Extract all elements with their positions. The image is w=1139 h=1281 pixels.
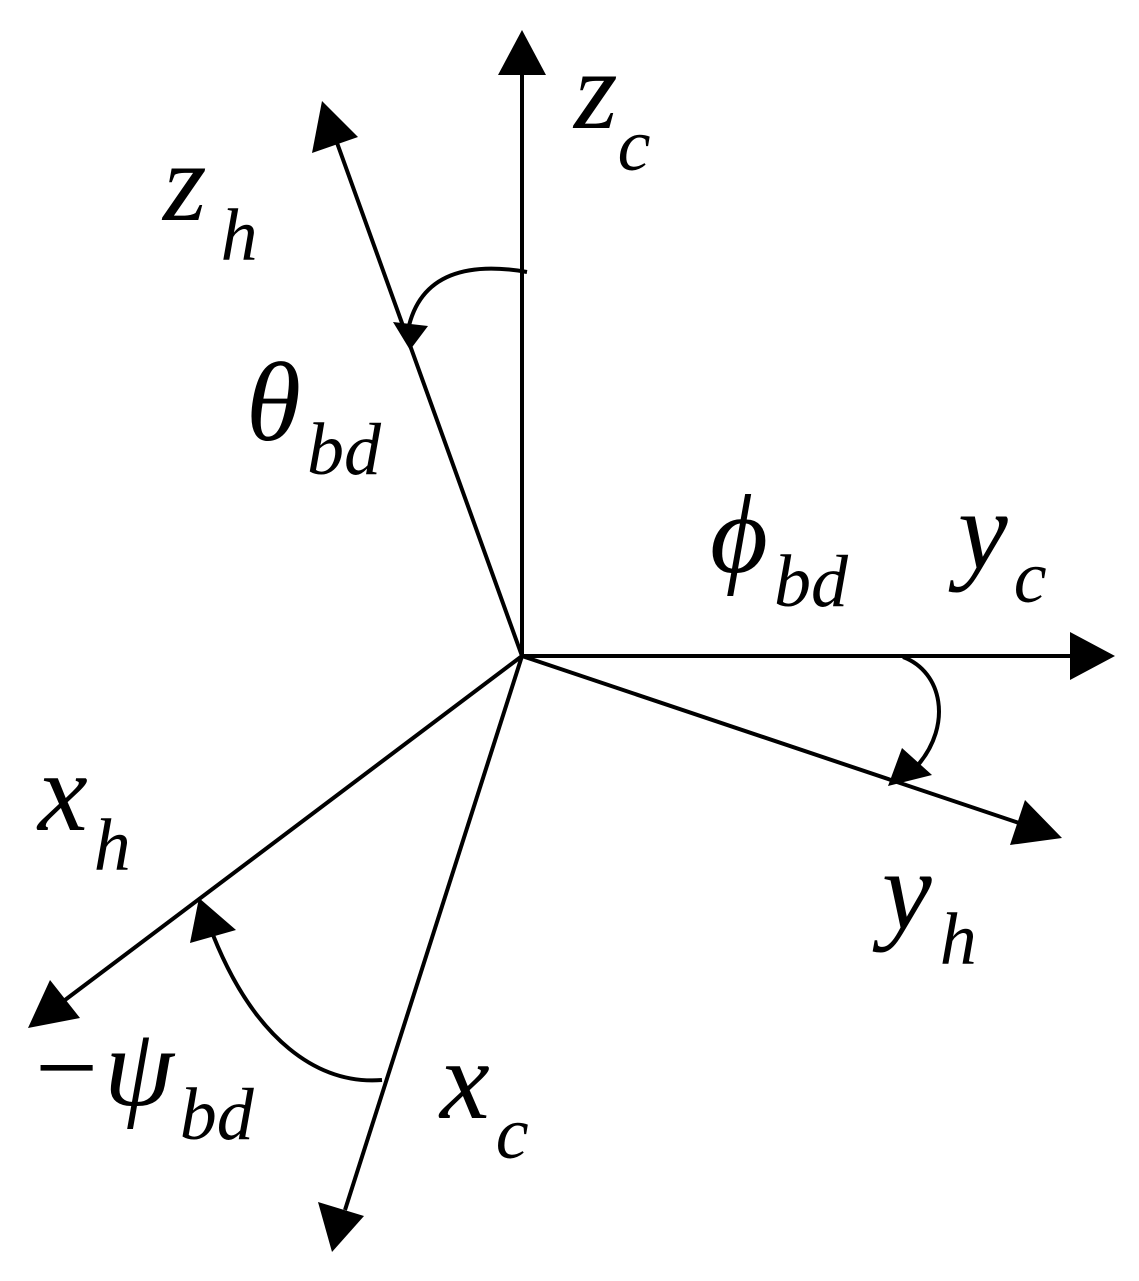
zh-axis-line: [334, 139, 524, 657]
psi-label-subscript: bd: [180, 1074, 255, 1156]
xh-arrowhead: [28, 980, 80, 1028]
yh-label: y h: [872, 829, 977, 981]
yh-arrowhead: [1010, 800, 1062, 845]
zh-label-subscript: h: [221, 195, 258, 277]
psi-label-symbol: ψ: [104, 1006, 176, 1130]
yc-label-symbol: y: [948, 469, 1008, 593]
angle-arcs: [190, 266, 941, 1083]
phi-angle-arc: [902, 655, 941, 767]
phi-arc-arrowhead: [888, 748, 932, 786]
zc-label: z c: [572, 29, 651, 187]
xc-label: x c: [438, 1019, 529, 1175]
yh-label-symbol: y: [872, 829, 932, 953]
yh-label-subscript: h: [940, 899, 977, 981]
psi-label-minus: −: [35, 1006, 98, 1130]
phi-label-subscript: bd: [774, 541, 849, 623]
xh-label-symbol: x: [36, 731, 88, 855]
theta-angle-arc: [406, 266, 528, 331]
zh-label: z h: [161, 121, 258, 277]
psi-angle-arc: [211, 934, 383, 1083]
xh-axis-line: [63, 654, 524, 1002]
zc-label-subscript: c: [618, 105, 651, 187]
phi-label-symbol: ϕ: [710, 473, 768, 597]
axis-lines: [63, 70, 1075, 1211]
angle-labels: θ bd ϕ bd − ψ bd: [35, 341, 849, 1156]
psi-arc-arrowhead: [190, 898, 236, 943]
xh-label: x h: [36, 731, 131, 887]
yh-axis-line: [521, 654, 1026, 827]
zc-label-symbol: z: [572, 29, 618, 153]
yc-label-subscript: c: [1014, 537, 1047, 619]
theta-label-subscript: bd: [307, 409, 382, 491]
yc-label: y c: [948, 469, 1047, 619]
xc-axis-line: [343, 655, 524, 1211]
xc-label-subscript: c: [496, 1093, 529, 1175]
zc-arrowhead: [498, 30, 546, 75]
axis-labels: z c z h y c y h x h x c: [36, 29, 1047, 1175]
yc-arrowhead: [1070, 632, 1115, 680]
phi-label: ϕ bd: [710, 473, 849, 623]
zh-arrowhead: [312, 101, 358, 153]
theta-label-symbol: θ: [246, 341, 301, 465]
theta-arc-arrowhead: [393, 322, 428, 350]
axis-arrowheads: [28, 30, 1115, 1252]
xh-label-subscript: h: [94, 805, 131, 887]
zh-label-symbol: z: [161, 121, 207, 245]
xc-label-symbol: x: [438, 1019, 490, 1143]
psi-label: − ψ bd: [35, 1006, 255, 1156]
theta-label: θ bd: [246, 341, 382, 491]
xc-arrowhead: [318, 1202, 364, 1252]
